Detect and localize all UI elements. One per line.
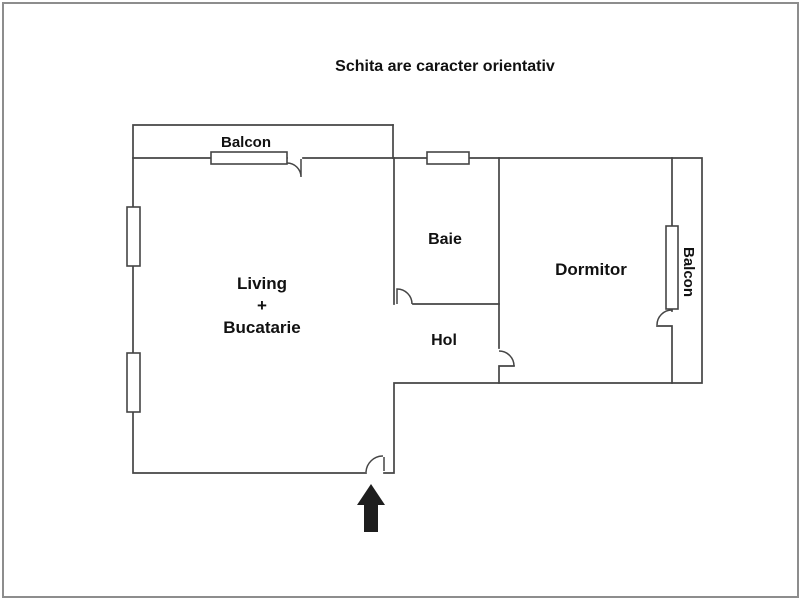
plan-title: Schita are caracter orientativ	[335, 58, 555, 75]
door-arc-entrance	[365, 455, 385, 473]
window-balcony-top	[210, 151, 288, 165]
wall-hol-dormitor-bottom	[498, 365, 515, 384]
wall-dormitor-balcony-bottom	[656, 325, 673, 384]
door-arc-balcony-right	[656, 309, 673, 326]
wall-balcony-left-bottom	[132, 124, 394, 474]
window-left-lower	[126, 352, 141, 413]
room-label-hol: Hol	[431, 332, 457, 349]
room-label-balcony-right: Balcon	[680, 247, 697, 297]
wall-outline-right	[302, 157, 703, 474]
room-label-living-line2: +	[257, 296, 267, 315]
room-label-living-line3: Bucatarie	[223, 318, 300, 337]
room-label-baie: Baie	[428, 231, 462, 248]
door-arc-baie	[396, 288, 413, 305]
window-balcony-right	[665, 225, 679, 310]
door-arc-dormitor	[498, 350, 515, 367]
entrance-arrow-icon	[357, 484, 385, 532]
room-label-balcony-top: Balcon	[221, 134, 271, 151]
window-baie	[426, 151, 470, 165]
door-arc-balcony	[286, 159, 302, 178]
window-left-upper	[126, 206, 141, 267]
room-label-dormitor: Dormitor	[555, 260, 627, 279]
room-label-living-line1: Living	[237, 274, 287, 293]
